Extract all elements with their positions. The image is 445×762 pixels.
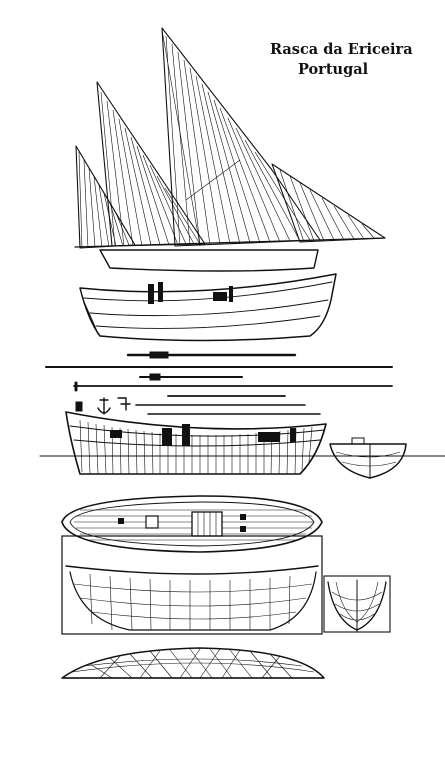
fore-sail xyxy=(161,27,321,247)
midship-section xyxy=(329,437,407,479)
title-country: Portugal xyxy=(298,61,369,78)
drawing-title: Rasca da Ericeira Portugal xyxy=(270,40,440,80)
sail-hatching-3 xyxy=(165,35,311,247)
inboard-profile xyxy=(39,411,445,475)
main-sail xyxy=(96,81,206,247)
body-plan xyxy=(323,575,391,633)
title-vessel-name: Rasca da Ericeira xyxy=(270,41,413,58)
deck-plan xyxy=(61,495,323,553)
sail-hatching-4 xyxy=(279,169,375,243)
jib-sail xyxy=(271,163,386,243)
mizzen-sail xyxy=(75,145,136,249)
lines-plan xyxy=(61,535,323,635)
sail-plan xyxy=(74,27,386,272)
hull-profile xyxy=(79,273,337,342)
spars xyxy=(45,351,393,415)
half-breadth-plan xyxy=(61,647,325,679)
sail-hatching-2 xyxy=(100,91,201,247)
